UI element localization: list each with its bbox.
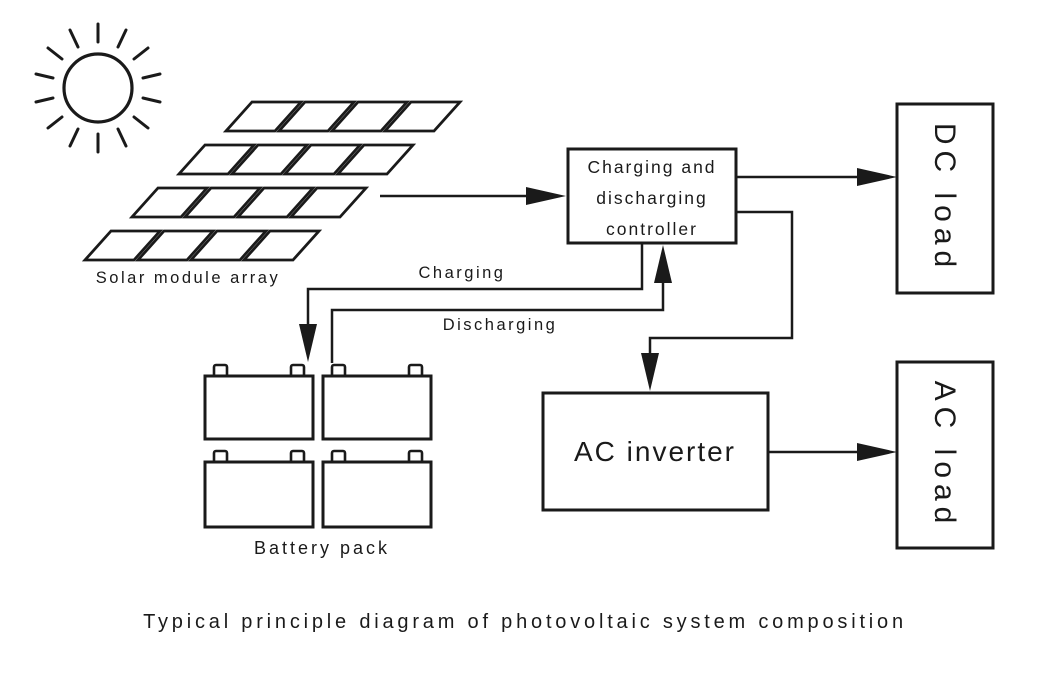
- diagram-caption: Typical principle diagram of photovoltai…: [143, 611, 907, 633]
- dc-load-label: DC load: [928, 123, 961, 273]
- solar-array-label: Solar module array: [96, 269, 280, 287]
- solar-panel: [275, 100, 358, 133]
- arrowhead-into-battery: [299, 324, 317, 362]
- solar-panel: [287, 186, 370, 219]
- controller-label-line3: controller: [606, 219, 698, 239]
- sun-icon: [34, 22, 162, 154]
- solar-panel: [334, 143, 417, 176]
- solar-panel: [222, 100, 305, 133]
- solar-panel: [128, 186, 211, 219]
- arrowhead-into-controller: [526, 187, 566, 205]
- arrowhead-into-controller-bottom: [654, 245, 672, 283]
- sun-rays: [34, 22, 162, 154]
- charge-controller-box: Charging and discharging controller: [566, 147, 738, 245]
- battery: [321, 363, 433, 441]
- battery-body: [321, 460, 433, 529]
- battery: [203, 449, 315, 529]
- solar-panel: [328, 100, 411, 133]
- discharging-flow-label: Discharging: [443, 316, 558, 334]
- ac-inverter-box: AC inverter: [541, 391, 770, 512]
- sun-disc: [62, 52, 134, 124]
- wire-charging: [306, 243, 644, 327]
- dc-load-outline: [895, 102, 995, 295]
- battery-body: [203, 374, 315, 441]
- solar-panel: [81, 229, 164, 262]
- solar-panel: [175, 143, 258, 176]
- battery-body: [321, 374, 433, 441]
- solar-module-array: Solar module array: [81, 100, 464, 287]
- battery-pack-label: Battery pack: [254, 538, 390, 558]
- solar-panel: [381, 100, 464, 133]
- arrowhead-into-dc-load: [857, 168, 897, 186]
- solar-panel: [134, 229, 217, 262]
- dc-load-box: DC load: [895, 102, 995, 295]
- solar-panel: [187, 229, 270, 262]
- ac-inverter-label: AC inverter: [574, 436, 736, 467]
- connection-wires: [299, 168, 897, 461]
- solar-panel: [228, 143, 311, 176]
- ac-load-label: AC load: [928, 381, 961, 530]
- ac-load-box: AC load: [895, 360, 995, 550]
- solar-panel: [240, 229, 323, 262]
- arrowhead-into-ac-load: [857, 443, 897, 461]
- controller-outline: [566, 147, 738, 245]
- solar-panel: [181, 186, 264, 219]
- arrowhead-into-inverter: [641, 353, 659, 391]
- charging-flow-label: Charging: [419, 264, 506, 282]
- controller-label-line1: Charging and: [587, 157, 716, 177]
- ac-load-outline: [895, 360, 995, 550]
- battery: [321, 449, 433, 529]
- battery-body: [203, 460, 315, 529]
- battery: [203, 363, 315, 441]
- ac-inverter-outline: [541, 391, 770, 512]
- wire-controller-to-inverter: [648, 210, 794, 356]
- battery-pack: Battery pack: [203, 363, 433, 558]
- solar-panel: [234, 186, 317, 219]
- wire-discharging: [330, 282, 665, 363]
- solar-panel: [281, 143, 364, 176]
- controller-label-line2: discharging: [596, 188, 708, 208]
